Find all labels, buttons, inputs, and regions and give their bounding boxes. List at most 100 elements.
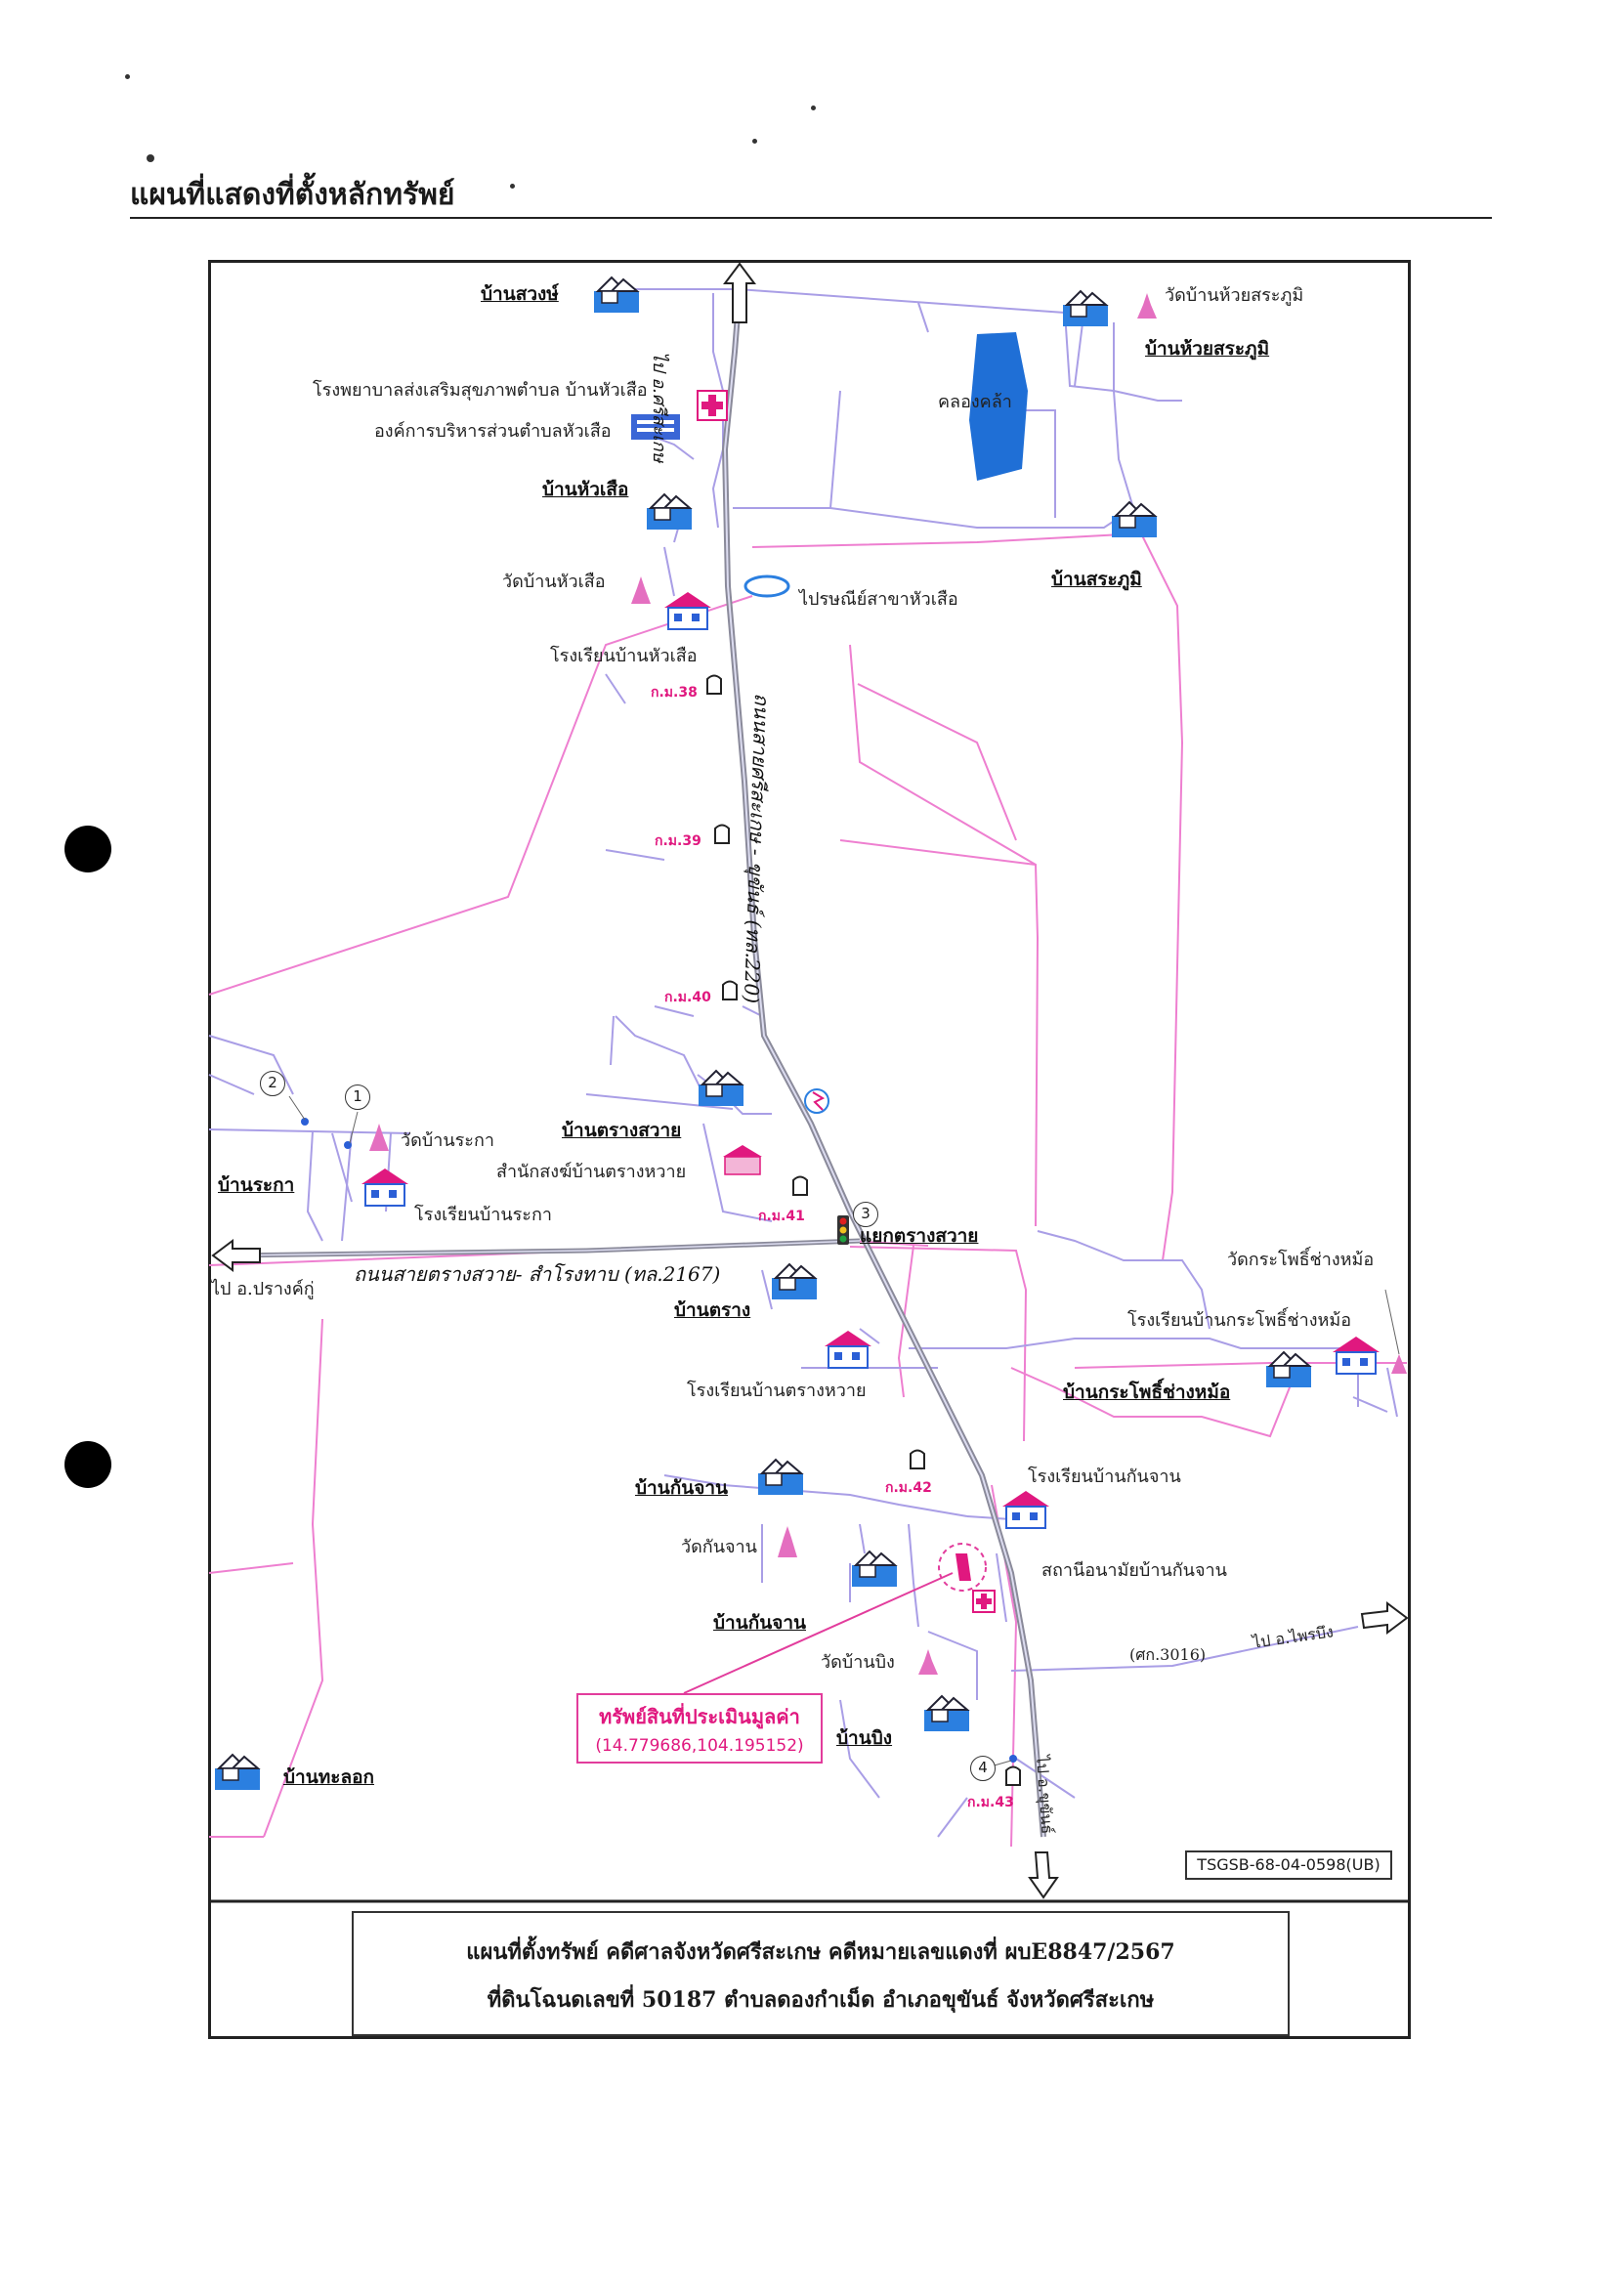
canal-water <box>969 332 1028 481</box>
title-rule <box>130 217 1492 219</box>
school-icon <box>1002 1491 1049 1529</box>
village-label: บ้านกระโพธิ์ช่างหม้อ <box>1063 1382 1231 1403</box>
subject-location-circle <box>938 1543 987 1592</box>
point-marker-1: 1 <box>345 1084 370 1110</box>
village-label: บ้านสวงษ์ <box>481 283 559 305</box>
place-label: โรงเรียนบ้านกระโพธิ์ช่างหม้อ <box>1127 1310 1352 1331</box>
village-house-icon <box>1112 500 1158 537</box>
village-house-icon <box>1063 289 1109 326</box>
scan-speck <box>811 106 816 110</box>
highway-220 <box>721 288 1046 1838</box>
district-boundaries <box>208 531 1407 1848</box>
map-frame <box>208 260 1411 2039</box>
km-stone-icon <box>792 1175 808 1196</box>
place-label: วัดกระโพธิ์ช่างหม้อ <box>1227 1250 1375 1270</box>
school-icon <box>1333 1337 1380 1375</box>
subject-coordinates: (14.779686,104.195152) <box>595 1736 804 1756</box>
point-dot <box>301 1118 309 1126</box>
village-label: บ้านระกา <box>218 1174 295 1196</box>
village-house-icon <box>647 492 693 530</box>
km-label: ก.ม.38 <box>651 685 698 701</box>
west-arrow <box>211 1239 261 1272</box>
km-stone-icon <box>714 824 730 844</box>
school-icon <box>664 592 711 630</box>
binder-hole <box>64 1441 111 1488</box>
place-label: โรงเรียนบ้านหัวเสือ <box>550 646 698 666</box>
temple-icon <box>631 576 651 604</box>
place-label: วัดบ้านบิง <box>821 1652 895 1673</box>
village-label: บ้านหัวเสือ <box>542 479 629 500</box>
km-label: ก.ม.40 <box>664 990 711 1005</box>
village-label: บ้านกันจาน <box>635 1477 728 1499</box>
subject-title: ทรัพย์สินที่ประเมินมูลค่า <box>599 1705 800 1728</box>
monk-office-icon <box>723 1145 762 1175</box>
village-label: บ้านตราง <box>674 1299 751 1321</box>
point-dots <box>301 1118 1017 1763</box>
subject-location-pin <box>956 1553 971 1581</box>
km-stone-icon <box>722 980 738 1000</box>
village-house-icon <box>1266 1350 1312 1387</box>
scan-speck <box>125 74 130 79</box>
point-marker-2: 2 <box>260 1071 285 1096</box>
temple-icon <box>778 1526 797 1557</box>
scan-speck <box>752 139 757 144</box>
caption-line-2: ที่ดินโฉนดเลขที่ 50187 ตำบลดองกำเม็ด อำเ… <box>487 1987 1155 2013</box>
place-label: คลองคล้า <box>938 392 1012 412</box>
post-office-icon <box>743 574 790 598</box>
reference-code: TSGSB-68-04-0598(UB) <box>1185 1850 1392 1880</box>
place-label: ไปรษณีย์สาขาหัวเสือ <box>799 589 958 610</box>
place-label: โรงพยาบาลส่งเสริมสุขภาพตำบล บ้านหัวเสือ <box>313 380 648 401</box>
traffic-light-icon <box>837 1215 849 1245</box>
west-road-label: ถนนสายตรางสวาย- สำโรงทาบ (ทล.2167) <box>354 1262 721 1286</box>
village-house-icon <box>772 1262 818 1299</box>
place-label: วัดกันจาน <box>681 1537 757 1557</box>
village-label: บ้านบิง <box>836 1727 893 1749</box>
place-label: โรงเรียนบ้านกันจาน <box>1028 1467 1181 1487</box>
village-house-icon <box>215 1753 261 1790</box>
north-direction-label: ไป อ.ศรีสะเกษ <box>649 352 669 463</box>
temple-icon <box>369 1124 389 1151</box>
south-arrow <box>1028 1851 1059 1899</box>
local-roads <box>208 288 1398 1838</box>
health-station-icon <box>972 1590 996 1613</box>
school-icon <box>825 1331 871 1369</box>
km-label: ก.ม.41 <box>758 1209 805 1224</box>
junction-label: แยกตรางสวาย <box>860 1225 979 1247</box>
km-stone-icon <box>910 1449 925 1469</box>
village-house-icon <box>852 1550 898 1587</box>
village-label: บ้านกันจาน <box>713 1612 806 1634</box>
power-icon <box>804 1088 829 1114</box>
map-caption: แผนที่ตั้งทรัพย์ คดีศาลจังหวัดศรีสะเกษ ค… <box>352 1911 1290 2036</box>
temple-icon <box>1391 1354 1407 1374</box>
place-label: วัดบ้านหัวเสือ <box>502 572 606 592</box>
binder-hole <box>64 826 111 872</box>
scan-speck <box>147 154 154 162</box>
km-stone-icon <box>1005 1765 1021 1786</box>
point-dot <box>344 1141 352 1149</box>
km-stones <box>706 674 1021 1786</box>
village-house-icon <box>924 1694 970 1731</box>
km-label: ก.ม.43 <box>967 1795 1014 1810</box>
place-label: โรงเรียนบ้านระกา <box>414 1205 552 1225</box>
east-road-label: (ศก.3016) <box>1129 1645 1207 1664</box>
office-building-icon <box>631 414 680 440</box>
temple-icon <box>918 1649 938 1675</box>
village-label: บ้านสระภูมิ <box>1051 569 1142 590</box>
place-label: โรงเรียนบ้านตรางหวาย <box>687 1381 867 1401</box>
place-label: วัดบ้านระกา <box>401 1130 494 1151</box>
km-label: ก.ม.39 <box>655 833 701 849</box>
temple-icons <box>369 293 1407 1675</box>
school-icons <box>361 592 1380 1529</box>
hospital-icon <box>697 390 728 421</box>
north-arrow <box>723 262 756 323</box>
place-label: สถานีอนามัยบ้านกันจาน <box>1041 1560 1227 1581</box>
caption-line-1: แผนที่ตั้งทรัพย์ คดีศาลจังหวัดศรีสะเกษ ค… <box>466 1939 1175 1965</box>
subject-property-callout: ทรัพย์สินที่ประเมินมูลค่า (14.779686,104… <box>576 1693 823 1764</box>
west-direction-label: ไป อ.ปรางค์กู่ <box>211 1279 315 1299</box>
place-label: องค์การบริหารส่วนตำบลหัวเสือ <box>374 421 612 442</box>
village-label: บ้านตรางสวาย <box>562 1120 682 1141</box>
village-house-icon <box>699 1069 744 1106</box>
village-house-icon <box>594 276 640 313</box>
point-dot <box>1009 1755 1017 1763</box>
school-icon <box>361 1169 408 1207</box>
